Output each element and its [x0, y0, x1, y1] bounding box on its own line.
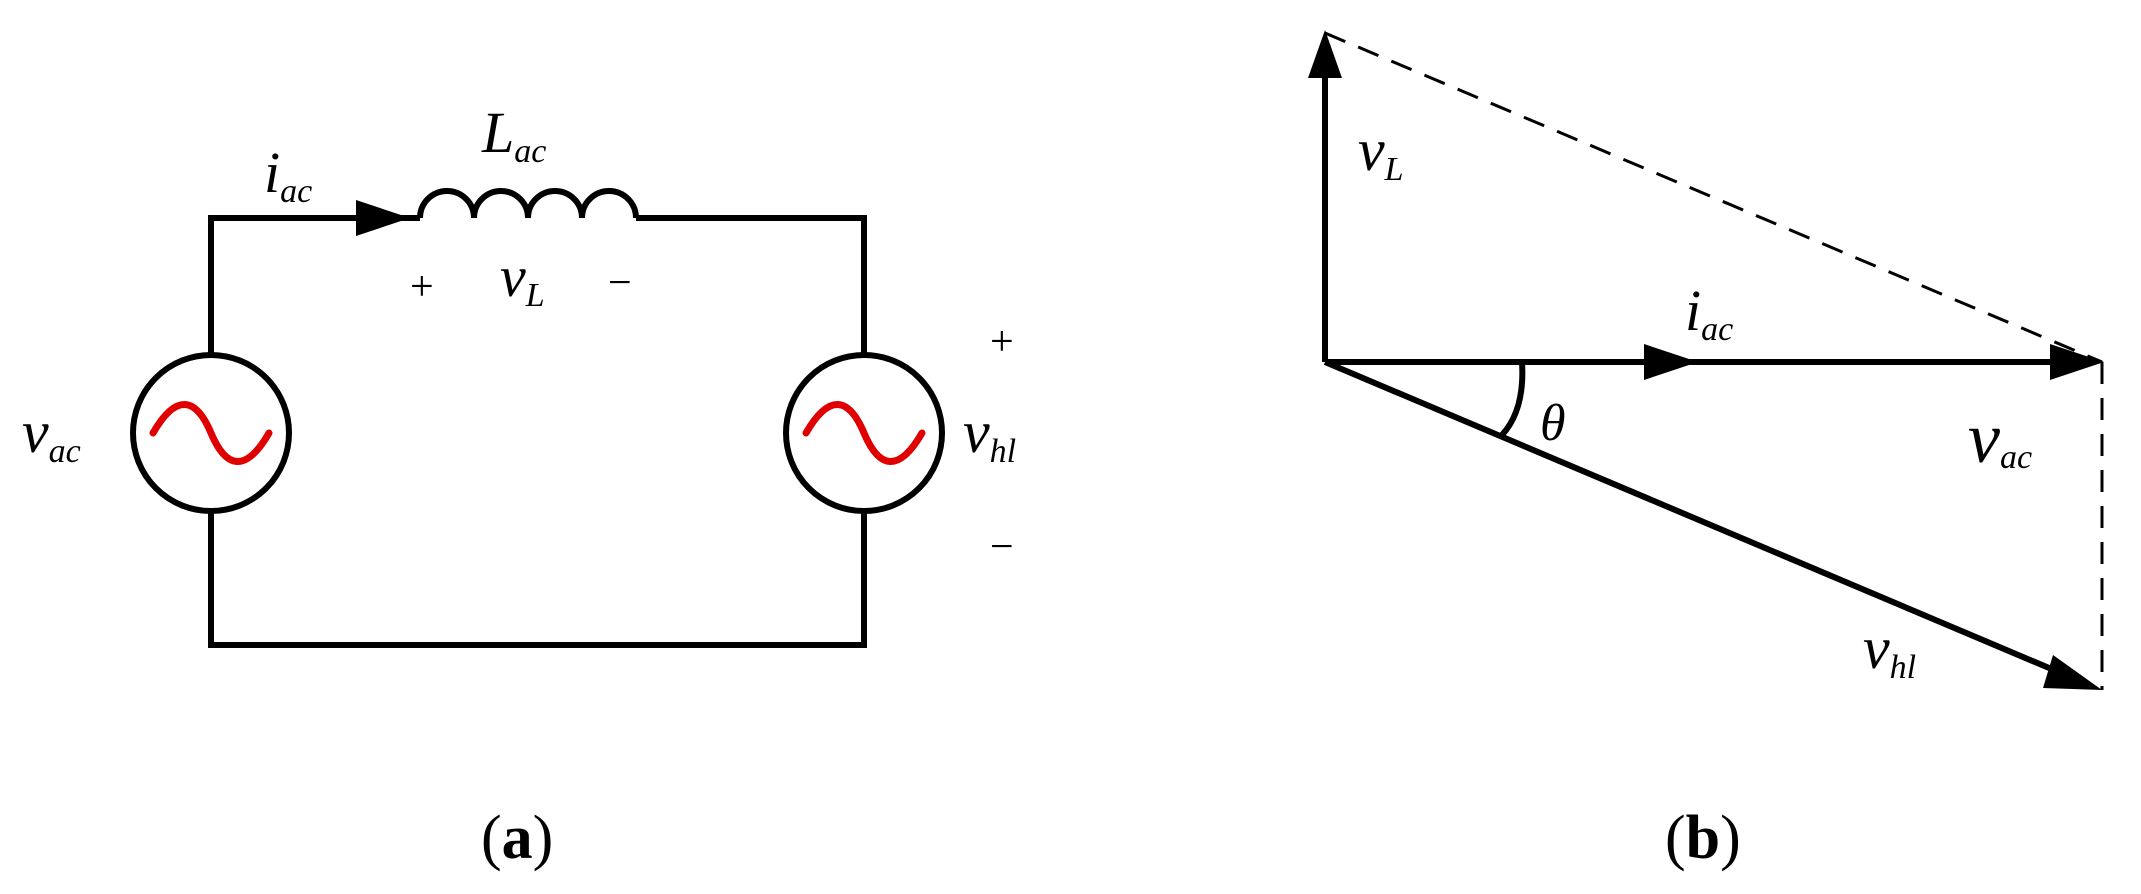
current-label: iac — [264, 140, 312, 210]
vhl-phasor-label: vhl — [1863, 615, 1916, 686]
phasor-vhl — [1323, 359, 2070, 679]
inductor-minus-sign: − — [608, 260, 632, 306]
vL-phasor-label: vL — [1358, 117, 1404, 188]
source-left-label: vac — [22, 399, 81, 470]
inductor-plus-sign: + — [410, 264, 434, 310]
inductor-coil — [417, 188, 639, 219]
inductor-voltage-label: vL — [500, 244, 545, 314]
dashed-line-top — [1324, 31, 2103, 364]
sine-icon-right — [802, 401, 926, 465]
angle-arc — [1499, 361, 1526, 438]
caption-b: (b) — [1665, 804, 1741, 872]
source-right-label: vhl — [963, 399, 1016, 470]
wire-right-top — [636, 215, 867, 355]
voltage-source-right — [783, 352, 945, 514]
iac-arrow-icon — [1644, 344, 1698, 380]
source-right-plus-sign: + — [990, 319, 1014, 365]
angle-label: θ — [1540, 395, 1566, 452]
wire-left-top — [208, 215, 420, 355]
sine-icon-left — [149, 401, 273, 465]
vac-arrow-icon — [2050, 344, 2104, 380]
voltage-source-left — [130, 352, 292, 514]
source-right-minus-sign: − — [990, 524, 1014, 570]
vac-phasor-label: vac — [1968, 398, 2032, 478]
panel-b-phasor — [1322, 31, 2104, 690]
caption-a: (a) — [481, 804, 553, 872]
iac-phasor-label: iac — [1685, 278, 1733, 348]
panel-a-circuit — [130, 188, 945, 648]
vL-arrow-icon — [1308, 30, 1342, 78]
current-arrow-icon — [356, 200, 410, 236]
wire-bottom — [208, 512, 867, 648]
vhl-arrow-icon — [2043, 655, 2102, 690]
inductor-label: Lac — [481, 100, 546, 170]
